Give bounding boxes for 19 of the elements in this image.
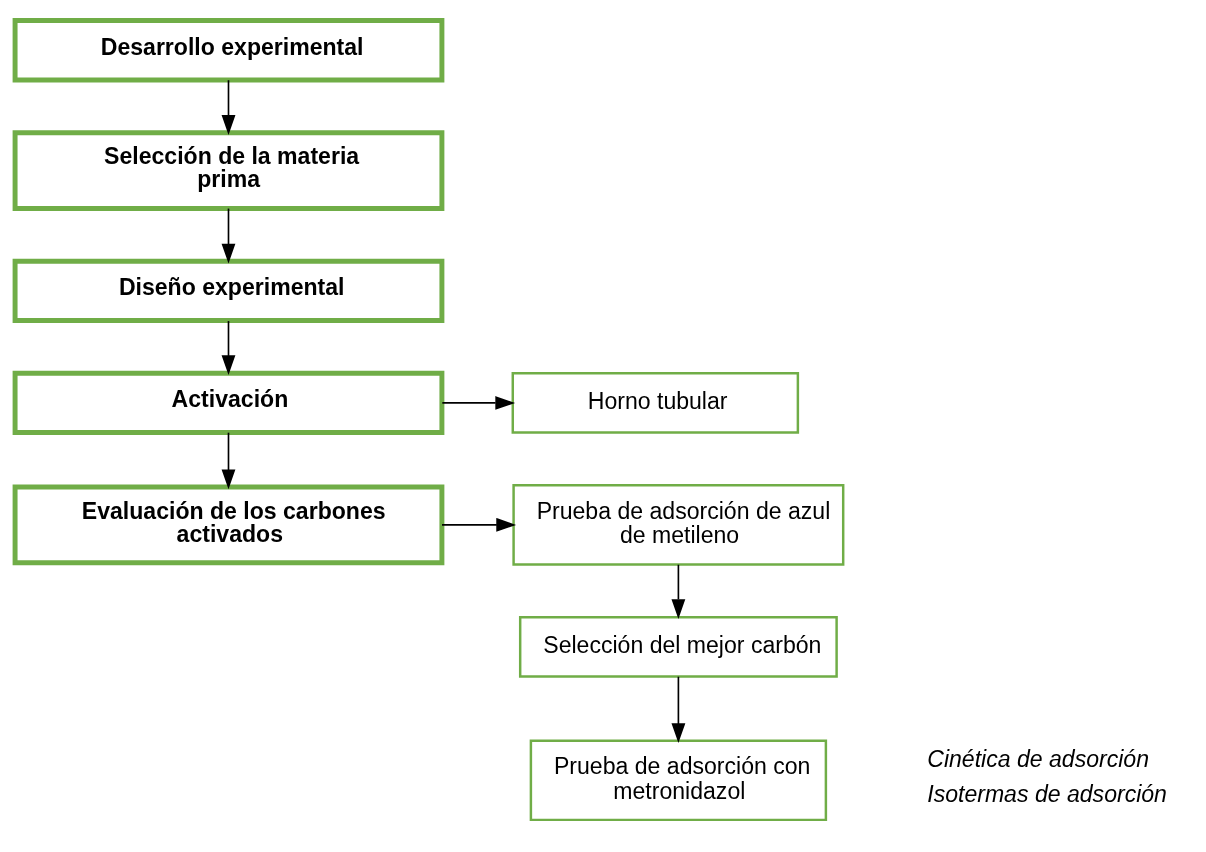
arrow — [671, 563, 686, 619]
arrow — [221, 320, 236, 375]
label: Cinética de adsorción — [927, 746, 1150, 773]
label: Isotermas de adsorción — [927, 781, 1167, 808]
node-box: Desarrollo experimental — [12, 18, 445, 83]
node-box: Horno tubular — [511, 372, 800, 434]
arrow — [671, 675, 686, 744]
node-box: Prueba de adsorción de azul de metileno — [512, 484, 845, 566]
arrow — [441, 396, 516, 410]
node-box: Evaluación de los carbones activados — [12, 484, 445, 566]
node-box: Diseño experimental — [12, 258, 445, 323]
node-box: Activación — [12, 370, 445, 436]
node-box: Prueba de adsorción con metronidazol — [529, 739, 828, 822]
arrow — [441, 517, 517, 532]
arrow — [221, 207, 236, 264]
node-box: Selección del mejor carbón — [518, 615, 838, 678]
arrow — [221, 431, 236, 490]
arrow — [221, 79, 236, 135]
node-box: Selección de la materia prima — [12, 130, 445, 211]
